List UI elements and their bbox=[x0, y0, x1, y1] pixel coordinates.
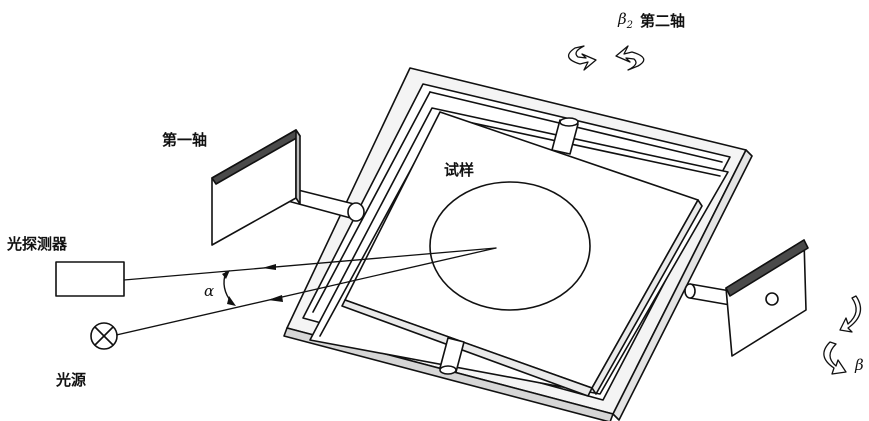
light-source-symbol bbox=[90, 322, 118, 350]
detector-box bbox=[55, 261, 125, 297]
right-bracket bbox=[725, 239, 809, 357]
beam-arrowheads bbox=[262, 264, 283, 302]
light-source-label: 光源 bbox=[56, 371, 87, 389]
second-axis-label: 第二轴 bbox=[640, 12, 686, 30]
beta1-rotation-icon bbox=[823, 295, 862, 375]
alpha-label: α bbox=[204, 282, 215, 300]
beta2-label: β2 bbox=[618, 10, 634, 31]
beta2-rotation-icon bbox=[568, 45, 645, 71]
beam-paths bbox=[111, 247, 497, 337]
detector-label: 光探测器 bbox=[7, 235, 68, 253]
alpha-arc-arrows bbox=[222, 270, 236, 306]
bottom-pivot bbox=[439, 337, 465, 375]
top-pivot bbox=[551, 117, 579, 155]
first-axis-label: 第一轴 bbox=[162, 131, 208, 149]
left-bracket bbox=[211, 129, 301, 246]
beta1-label: β bbox=[855, 356, 864, 374]
specimen-label: 试样 bbox=[444, 161, 475, 179]
specimen-circle bbox=[429, 181, 591, 311]
